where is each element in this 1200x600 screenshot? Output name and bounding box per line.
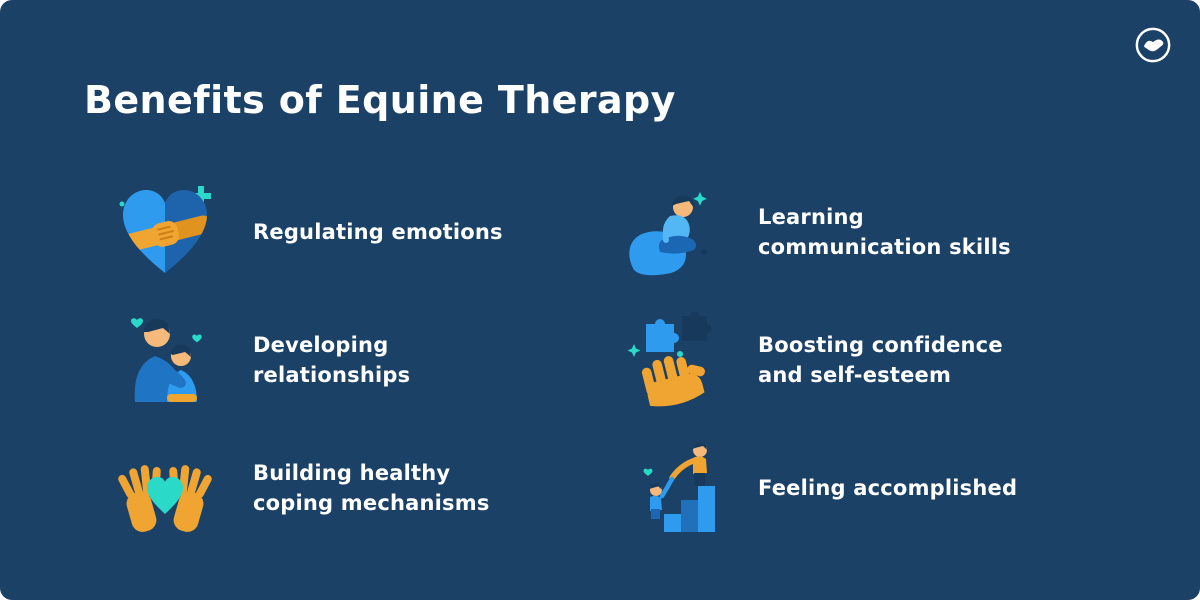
benefit-label: Developing relationships: [253, 332, 411, 387]
benefit-label: Learning communication skills: [758, 204, 1011, 259]
handshake-logo-icon: [1135, 27, 1171, 63]
benefit-label: Boosting confidence and self-esteem: [758, 332, 1003, 387]
benefit-item-developing-relationships: Developing relationships: [112, 296, 617, 424]
benefits-grid: Regulating emotions Learning communicati…: [112, 168, 1132, 552]
people-hugging-icon: [130, 318, 202, 402]
benefit-item-feeling-accomplished: Feeling accomplished: [617, 424, 1122, 552]
hands-holding-heart-icon: [117, 465, 212, 532]
benefit-item-coping-mechanisms: Building healthy coping mechanisms: [112, 424, 617, 552]
benefit-item-learning-communication: Learning communication skills: [617, 168, 1122, 296]
benefit-item-boosting-confidence: Boosting confidence and self-esteem: [617, 296, 1122, 424]
benefit-label: Regulating emotions: [253, 219, 503, 244]
climbing-stairs-icon: [643, 442, 715, 532]
brand-logo: [1134, 26, 1172, 64]
hand-puzzle-icon: [627, 311, 711, 407]
person-relaxing-icon: [628, 192, 707, 276]
benefit-item-regulating-emotions: Regulating emotions: [112, 168, 617, 296]
benefit-label: Feeling accomplished: [758, 475, 1018, 500]
page-title: Benefits of Equine Therapy: [84, 78, 676, 122]
benefit-label: Building healthy coping mechanisms: [253, 460, 490, 515]
heart-handshake-icon: [119, 186, 211, 273]
